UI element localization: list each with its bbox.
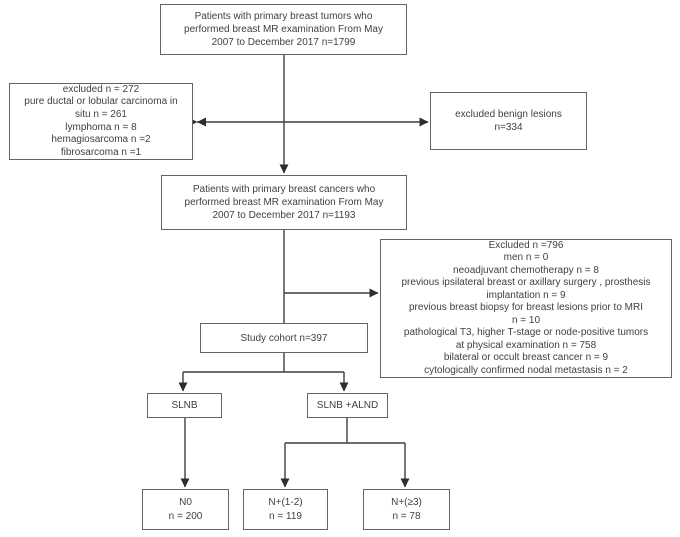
box-slnb-text: SLNB (171, 400, 198, 411)
box-n3-plus: N+(≥3) n = 78 (363, 489, 450, 530)
box-initial-patients-text: Patients with primary breast tumors who … (184, 11, 383, 48)
box-n0: N0 n = 200 (142, 489, 229, 530)
box-excluded-left-text: excluded n = 272 pure ductal or lobular … (24, 83, 178, 158)
box-excluded-benign-lesions: excluded benign lesions n=334 (430, 92, 587, 150)
box-cancer-patients: Patients with primary breast cancers who… (161, 175, 407, 230)
box-excluded-left: excluded n = 272 pure ductal or lobular … (9, 83, 193, 160)
box-slnb-alnd-text: SLNB +ALND (316, 400, 379, 411)
box-slnb: SLNB (147, 393, 222, 418)
box-study-cohort-text: Study cohort n=397 (240, 332, 328, 344)
box-slnb-alnd: SLNB +ALND (307, 393, 388, 418)
box-cancer-patients-text: Patients with primary breast cancers who… (184, 184, 384, 221)
box-n1-2-text: N+(1-2) n = 119 (268, 496, 303, 522)
box-n0-text: N0 n = 200 (168, 496, 203, 522)
box-n1-2: N+(1-2) n = 119 (243, 489, 328, 530)
box-excluded-benign-lesions-text: excluded benign lesions n=334 (455, 109, 562, 133)
box-study-cohort: Study cohort n=397 (200, 323, 368, 353)
arrowhead-left-exclusion (197, 117, 206, 127)
box-n3-plus-text: N+(≥3) n = 78 (391, 496, 422, 522)
box-excluded-main: Excluded n =796 men n = 0 neoadjuvant ch… (380, 239, 672, 378)
box-initial-patients: Patients with primary breast tumors who … (160, 4, 407, 55)
box-excluded-main-text: Excluded n =796 men n = 0 neoadjuvant ch… (401, 239, 651, 376)
